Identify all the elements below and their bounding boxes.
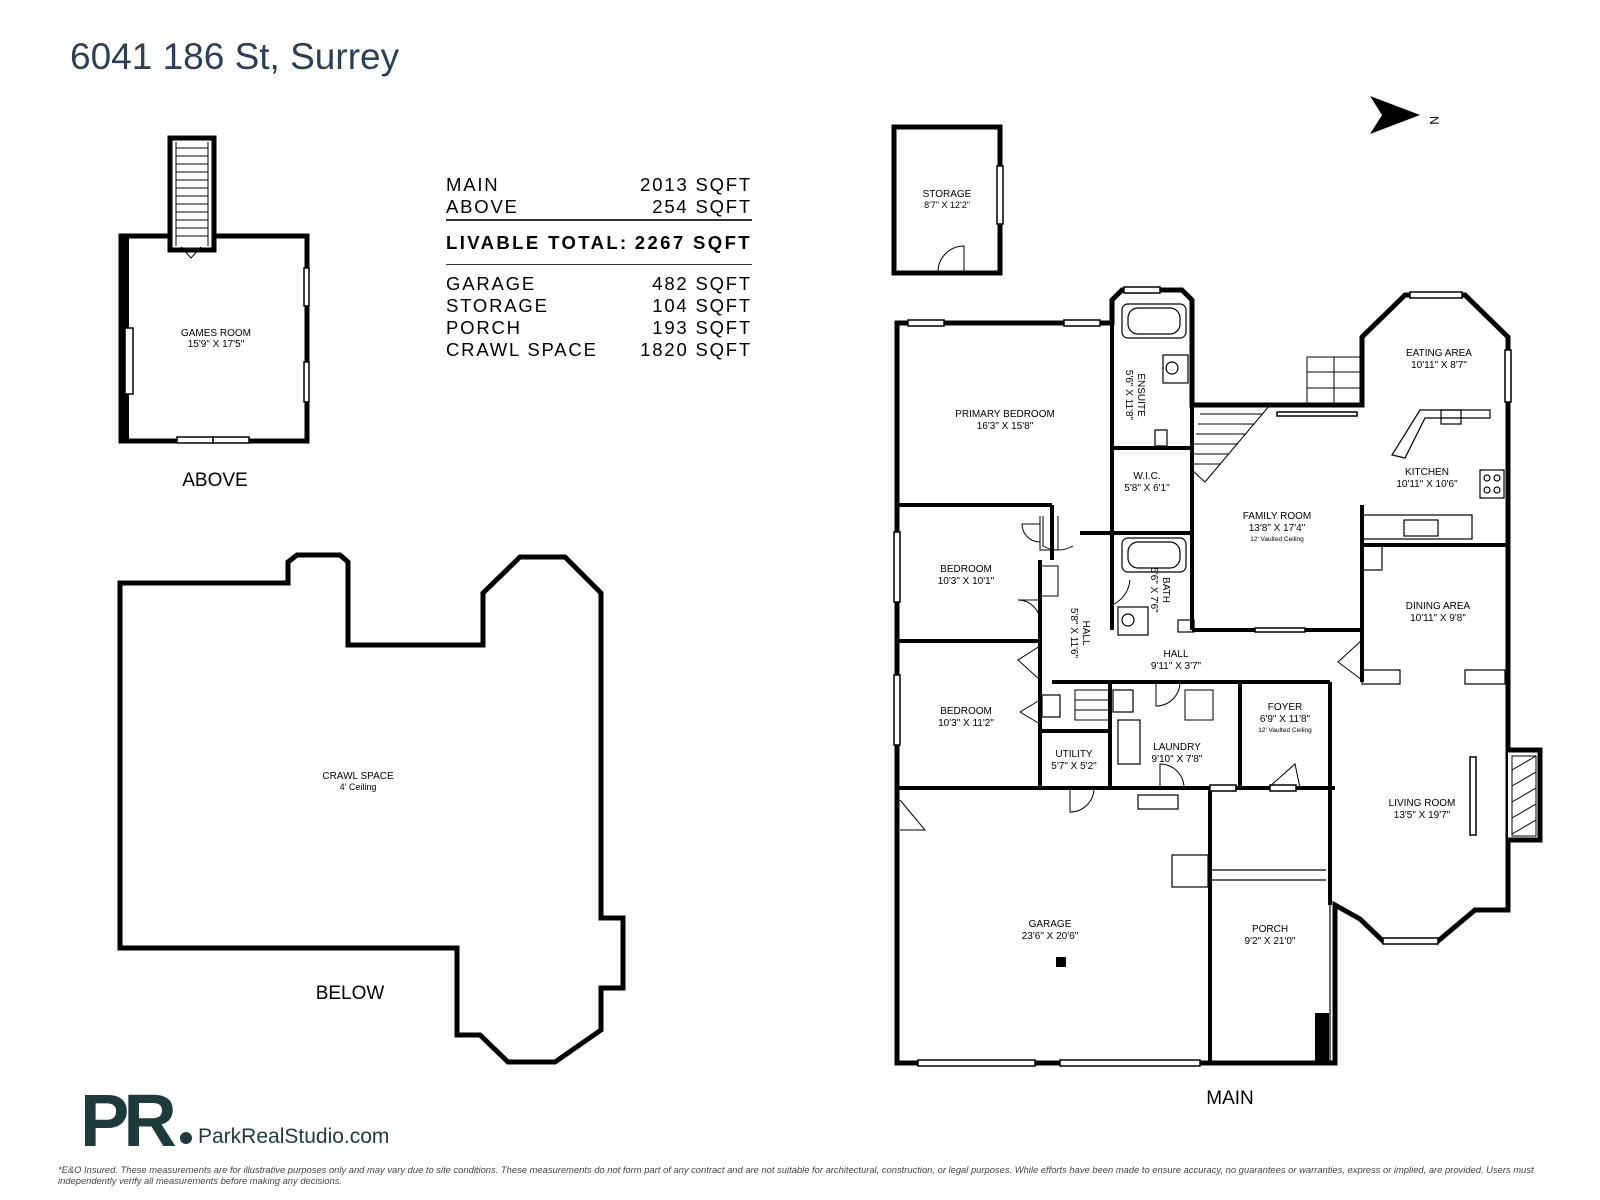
- divider: [446, 219, 752, 221]
- above-stairs: [175, 142, 209, 246]
- room-name: FOYER: [1268, 702, 1302, 713]
- main-stairs: [1074, 356, 1361, 721]
- room-dim: 10'3" X 11'2": [938, 718, 994, 729]
- room-dim: 5'6" X 11'8": [1123, 370, 1134, 421]
- area-value: 2013 SQFT: [640, 174, 752, 195]
- logo-letters: PR: [80, 1079, 175, 1162]
- room-name: ENSUITE: [1135, 373, 1146, 417]
- area-value: 1820 SQFT: [640, 339, 752, 360]
- divider: [446, 263, 752, 265]
- room-name: W.I.C.: [1133, 471, 1160, 482]
- room-dim: 4' Ceiling: [340, 782, 377, 792]
- room-name: DINING AREA: [1406, 601, 1471, 612]
- area-value: 254 SQFT: [652, 196, 752, 217]
- room-name: EATING AREA: [1406, 348, 1472, 359]
- room-name: PRIMARY BEDROOM: [955, 409, 1055, 420]
- above-floor-plan: [118, 135, 310, 444]
- room-dim: 10'11" X 10'6": [1396, 479, 1458, 490]
- room-dim: 10'11" X 8'7": [1411, 360, 1467, 371]
- room-name: FAMILY ROOM: [1243, 511, 1312, 522]
- area-row: PORCH 193 SQFT: [446, 317, 752, 339]
- room-dim: 23'6" X 20'6": [1022, 931, 1079, 942]
- area-total-value: 2267 SQFT: [634, 231, 752, 253]
- room-dim: 8'7" X 12'2": [924, 200, 970, 210]
- area-total-row: LIVABLE TOTAL: 2267 SQFT: [446, 223, 752, 263]
- room-dim: 9'2" X 21'0": [1245, 936, 1296, 947]
- below-floor-plan: [117, 552, 626, 1065]
- area-total-label: LIVABLE TOTAL:: [446, 231, 629, 253]
- main-floor-plan: [894, 287, 1543, 1066]
- page-title: 6041 186 St, Surrey: [70, 36, 400, 77]
- room-name: UTILITY: [1055, 749, 1093, 760]
- room-name: PORCH: [1252, 924, 1288, 935]
- room-dim: 9'10" X 7'8": [1152, 754, 1203, 765]
- above-windows: [124, 267, 310, 444]
- room-dim: 16'3" X 15'8": [977, 421, 1034, 432]
- disclaimer: *E&O Insured. These measurements are for…: [58, 1164, 1534, 1186]
- room-dim: 13'5" X 19'7": [1394, 810, 1451, 821]
- room-dim: 13'8" X 17'4": [1249, 523, 1306, 534]
- level-label-main: MAIN: [1206, 1088, 1254, 1109]
- room-name: BEDROOM: [940, 564, 992, 575]
- area-label: PORCH: [446, 317, 522, 338]
- room-note: 12' Vaulted Ceiling: [1250, 536, 1304, 543]
- main-windows: [893, 286, 1512, 1067]
- fireplace: [1511, 755, 1537, 837]
- room-dim: 5'6" X 7'6": [1148, 567, 1159, 613]
- room-name: CRAWL SPACE: [322, 771, 394, 782]
- area-label: ABOVE: [446, 196, 519, 217]
- area-label: STORAGE: [446, 295, 549, 316]
- area-value: 193 SQFT: [652, 317, 752, 338]
- room-dim: 10'11" X 9'8": [1410, 613, 1466, 624]
- level-label-below: BELOW: [315, 983, 385, 1004]
- room-name: BEDROOM: [940, 706, 992, 717]
- room-dim: 5'8" X 11'6": [1068, 608, 1079, 659]
- logo-site-link[interactable]: ParkRealStudio.com: [198, 1125, 390, 1148]
- area-row: ABOVE 254 SQFT: [446, 196, 752, 218]
- porch-lines: [1210, 905, 1331, 1064]
- door-swings: [899, 516, 1363, 831]
- room-dim: 9'11" X 3'7": [1151, 661, 1202, 672]
- area-label: MAIN: [446, 174, 500, 195]
- room-note: 12' Vaulted Ceiling: [1258, 727, 1312, 734]
- room-name: LAUNDRY: [1153, 742, 1201, 753]
- room-dim: 15'9" X 17'5": [188, 339, 245, 350]
- room-name: GARAGE: [1029, 919, 1072, 930]
- room-name: GAMES ROOM: [181, 328, 251, 339]
- area-value: 104 SQFT: [652, 295, 752, 316]
- room-name: HALL: [1163, 649, 1188, 660]
- room-name: BATH: [1160, 577, 1171, 603]
- room-dim: 6'9" X 11'8": [1260, 714, 1311, 725]
- storage-shed: [891, 124, 1004, 276]
- room-dim: 5'8" X 6'1": [1124, 483, 1170, 494]
- compass-icon: [1370, 96, 1420, 134]
- logo-mark: PR: [80, 1079, 192, 1162]
- room-name: KITCHEN: [1405, 467, 1449, 478]
- room-name: HALL: [1080, 620, 1091, 645]
- compass-label: N: [1427, 116, 1441, 125]
- area-row: CRAWL SPACE 1820 SQFT: [446, 339, 752, 361]
- fixtures: [1041, 303, 1506, 888]
- area-row: GARAGE 482 SQFT: [446, 273, 752, 295]
- room-dim: 10'3" X 10'1": [938, 576, 995, 587]
- room-name: LIVING ROOM: [1389, 798, 1456, 809]
- area-row: STORAGE 104 SQFT: [446, 295, 752, 317]
- area-value: 482 SQFT: [652, 273, 752, 294]
- level-label-above: ABOVE: [182, 470, 248, 491]
- room-dim: 5'7" X 5'2": [1051, 761, 1097, 772]
- room-name: STORAGE: [923, 189, 972, 200]
- area-label: GARAGE: [446, 273, 536, 294]
- area-table: MAIN 2013 SQFT ABOVE 254 SQFT LIVABLE TO…: [446, 174, 752, 361]
- area-label: CRAWL SPACE: [446, 339, 598, 360]
- area-row: MAIN 2013 SQFT: [446, 174, 752, 196]
